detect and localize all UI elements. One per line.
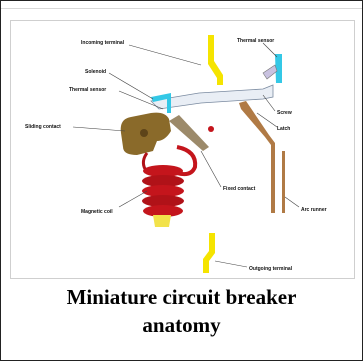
label-thermal-sensor-left: Thermal sensor <box>69 87 106 93</box>
label-solenoid: Solenoid <box>85 69 106 75</box>
label-fixed-contact: Fixed contact <box>223 186 256 192</box>
label-screw: Screw <box>277 110 292 116</box>
arc-runner-part <box>239 101 275 213</box>
screw-part <box>208 126 214 132</box>
figure-caption: Miniature circuit breaker anatomy <box>1 283 362 339</box>
label-sliding-contact: Sliding contact <box>25 124 61 130</box>
caption-line-1: Miniature circuit breaker <box>1 283 362 311</box>
label-arc-runner: Arc runner <box>301 207 327 213</box>
label-outgoing-terminal: Outgoing terminal <box>249 266 293 272</box>
incoming-terminal-part <box>208 35 223 85</box>
caption-line-2: anatomy <box>1 311 362 339</box>
latch-pivot <box>140 129 148 137</box>
fixed-contact-part <box>169 115 209 151</box>
outgoing-terminal-part <box>203 233 215 273</box>
label-incoming-terminal: Incoming terminal <box>81 40 125 46</box>
arc-runner-tail <box>282 151 285 213</box>
label-magnetic-coil: Magnetic coil <box>81 209 113 215</box>
magnetic-coil-part <box>142 147 195 217</box>
plunger-part <box>153 215 171 227</box>
thermal-sensor-bracket <box>263 65 277 79</box>
label-latch: Latch <box>277 126 290 132</box>
label-thermal-sensor-top: Thermal sensor <box>237 38 274 44</box>
